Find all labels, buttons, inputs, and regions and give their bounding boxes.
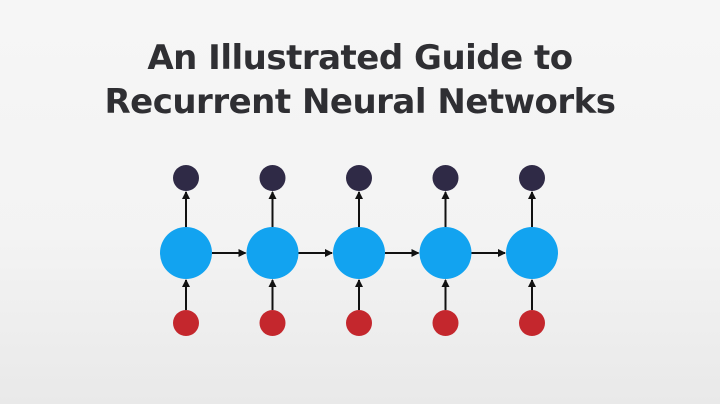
hidden-node-5 [506,227,558,279]
input-node-5 [519,310,545,336]
title-line-2: Recurrent Neural Networks [104,82,616,122]
output-node-4 [432,165,459,191]
hidden-node-4 [419,227,472,279]
input-node-1 [173,310,199,336]
output-node-2 [259,165,286,191]
hidden-node-3 [333,227,385,279]
hidden-node-2 [246,227,299,279]
input-node-2 [259,310,286,336]
input-node-4 [432,310,459,336]
output-node-3 [346,165,372,191]
output-node-1 [173,165,199,191]
output-node-5 [519,165,545,191]
title-line-1: An Illustrated Guide to [147,38,573,78]
input-node-3 [346,310,372,336]
hidden-node-1 [160,227,212,279]
